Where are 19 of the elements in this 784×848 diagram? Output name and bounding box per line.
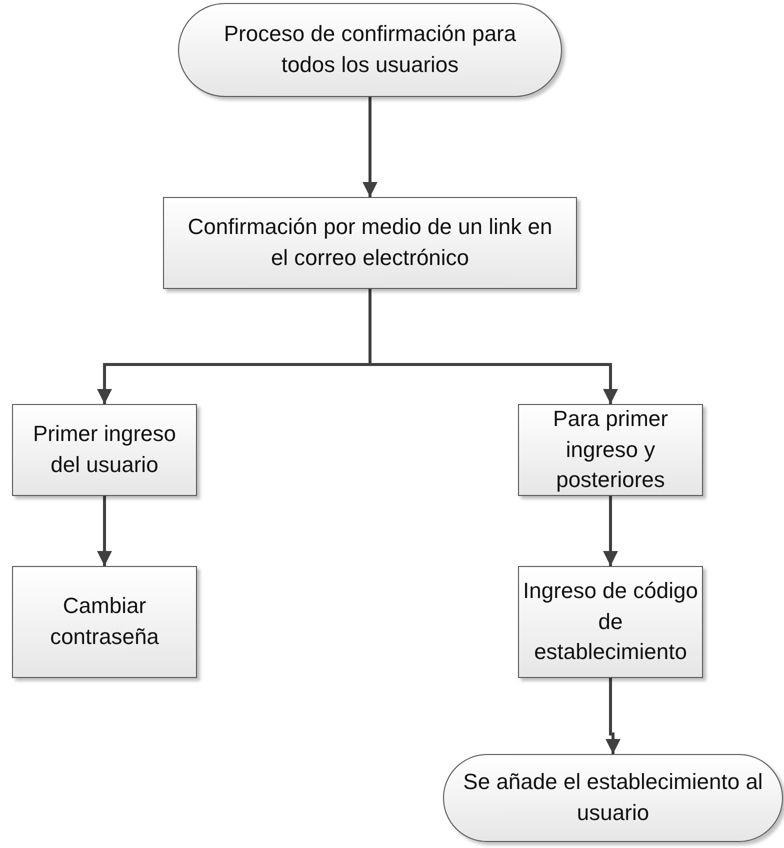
node-label: Se añade el establecimiento al usuario <box>463 768 763 827</box>
terminal-shape <box>178 3 562 97</box>
process-box <box>518 404 703 496</box>
terminal-shape <box>443 754 783 842</box>
arrow <box>606 678 620 754</box>
node-label: Proceso de confirmación para todos los usuarios <box>222 20 518 79</box>
process-box <box>12 566 197 678</box>
process-box <box>163 197 577 289</box>
node-label: Para primer ingreso y posteriores <box>552 404 669 494</box>
node-label: Cambiar contraseña <box>49 592 160 651</box>
arrow <box>603 496 618 566</box>
process-box <box>12 404 197 496</box>
process-box <box>518 566 703 678</box>
arrow <box>368 289 618 404</box>
node-label: Primer ingreso del usuario <box>32 420 178 479</box>
arrow <box>97 496 112 566</box>
arrow <box>362 97 378 197</box>
node-label: Ingreso de código de establecimiento <box>522 576 699 666</box>
node-label: Confirmación por medio de un link en el correo electrónico <box>186 213 554 272</box>
